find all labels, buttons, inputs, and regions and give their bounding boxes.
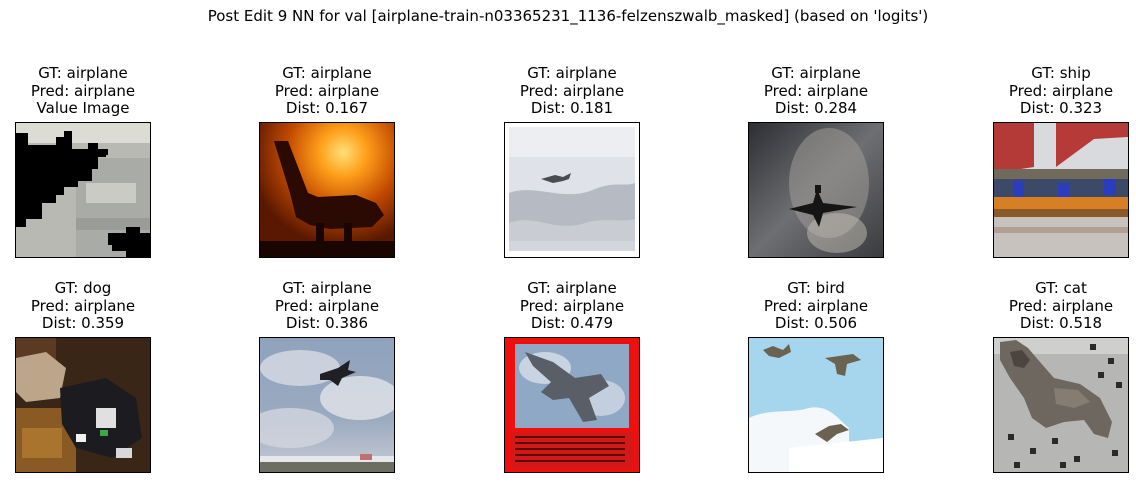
pred-label: Pred: airplane xyxy=(763,81,869,100)
thumbnail-plane-cloudy-sky xyxy=(259,337,395,473)
pred-label: Pred: airplane xyxy=(30,296,136,315)
pred-label: Pred: airplane xyxy=(519,296,625,315)
thumbnail-jet-red-border xyxy=(504,337,640,473)
panel-caption: GT: dog Pred: airplane Dist: 0.359 xyxy=(0,279,191,333)
pred-label: Pred: airplane xyxy=(1008,81,1114,100)
panel-caption: GT: bird Pred: airplane Dist: 0.506 xyxy=(708,279,924,333)
pred-label: Pred: airplane xyxy=(519,81,625,100)
info-label: Dist: 0.386 xyxy=(285,314,369,332)
info-label: Dist: 0.323 xyxy=(1019,99,1103,117)
info-label: Dist: 0.181 xyxy=(530,99,614,117)
info-label: Dist: 0.479 xyxy=(530,314,614,332)
gt-label: GT: airplane xyxy=(527,64,617,82)
panel-caption: GT: cat Pred: airplane Dist: 0.518 xyxy=(953,279,1136,333)
gt-label: GT: airplane xyxy=(282,279,372,297)
gt-label: GT: airplane xyxy=(38,64,128,82)
info-label: Dist: 0.359 xyxy=(41,314,125,332)
panel-caption: GT: airplane Pred: airplane Dist: 0.167 xyxy=(219,64,435,118)
gt-label: GT: airplane xyxy=(282,64,372,82)
info-label: Dist: 0.506 xyxy=(774,314,858,332)
panel-caption: GT: ship Pred: airplane Dist: 0.323 xyxy=(953,64,1136,118)
thumbnail-plane-dark-sky xyxy=(748,122,884,258)
pred-label: Pred: airplane xyxy=(763,296,869,315)
gt-label: GT: airplane xyxy=(771,64,861,82)
pred-label: Pred: airplane xyxy=(274,81,380,100)
thumbnail-sunset-airplane xyxy=(259,122,395,258)
pred-label: Pred: airplane xyxy=(274,296,380,315)
pred-label: Pred: airplane xyxy=(30,81,136,100)
gt-label: GT: cat xyxy=(1035,279,1087,297)
panel-caption: GT: airplane Pred: airplane Dist: 0.181 xyxy=(464,64,680,118)
thumbnail-cat-spotted-background xyxy=(993,337,1129,473)
thumbnail-boat-with-sail xyxy=(993,122,1129,258)
panel-caption: GT: airplane Pred: airplane Dist: 0.479 xyxy=(464,279,680,333)
panel-caption: GT: airplane Pred: airplane Dist: 0.386 xyxy=(219,279,435,333)
info-label: Dist: 0.167 xyxy=(285,99,369,117)
pred-label: Pred: airplane xyxy=(1008,296,1114,315)
gt-label: GT: dog xyxy=(54,279,112,297)
info-label: Dist: 0.518 xyxy=(1019,314,1103,332)
thumbnail-birds-blue-sky xyxy=(748,337,884,473)
gt-label: GT: ship xyxy=(1031,64,1091,82)
thumbnail-plane-over-clouds xyxy=(504,122,640,258)
thumbnail-masked-airplane xyxy=(15,122,151,258)
thumbnail-dog-indoors xyxy=(15,337,151,473)
info-label: Value Image xyxy=(36,99,130,117)
gt-label: GT: bird xyxy=(787,279,845,297)
gt-label: GT: airplane xyxy=(527,279,617,297)
figure-title: Post Edit 9 NN for val [airplane-train-n… xyxy=(207,7,929,25)
panel-caption: GT: airplane Pred: airplane Value Image xyxy=(0,64,191,118)
info-label: Dist: 0.284 xyxy=(774,99,858,117)
panel-caption: GT: airplane Pred: airplane Dist: 0.284 xyxy=(708,64,924,118)
